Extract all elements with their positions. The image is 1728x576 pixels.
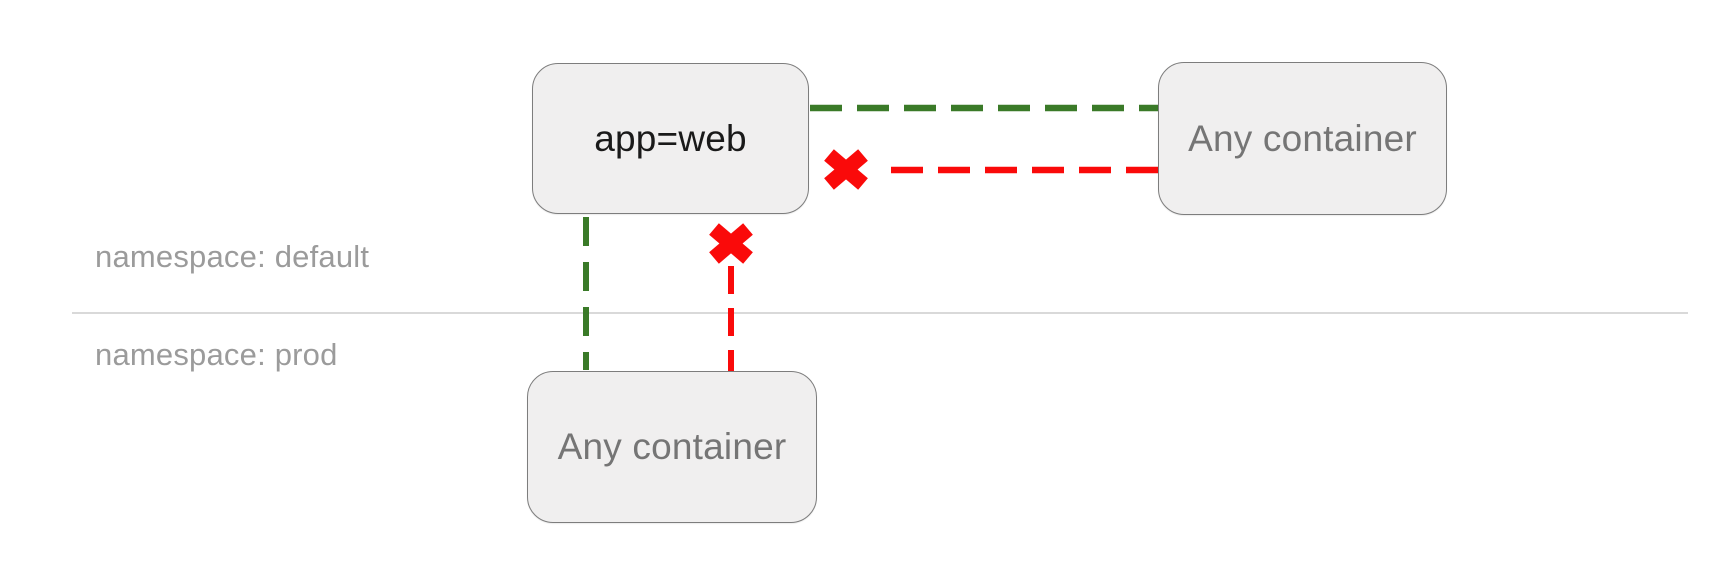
namespace-label-default: namespace: default [95, 239, 370, 274]
node-any-container-default: Any container [1158, 62, 1447, 215]
blocked-x-icon-stroke [824, 149, 868, 190]
node-any-container-default-label: Any container [1188, 117, 1417, 159]
node-any-container-prod-label: Any container [557, 426, 787, 467]
blocked-x-icon-stroke [709, 223, 753, 264]
blocked-x-icon-stroke [824, 149, 868, 190]
namespace-divider [72, 312, 1688, 314]
blocked-x-icon [709, 223, 753, 264]
node-app-web: app=web [532, 63, 809, 214]
blocked-x-icon-stroke [709, 223, 753, 264]
node-app-web-label: app=web [594, 117, 747, 159]
node-any-container-prod: Any container [527, 371, 817, 523]
namespace-label-prod: namespace: prod [95, 337, 338, 372]
blocked-x-icon [824, 149, 868, 190]
